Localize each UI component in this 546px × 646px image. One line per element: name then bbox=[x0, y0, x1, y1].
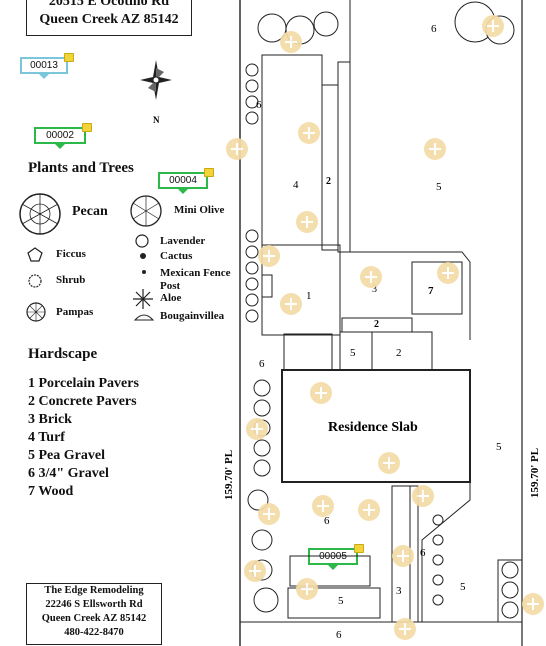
marker-dot[interactable] bbox=[412, 485, 434, 507]
hardscape-item: 6 3/4" Gravel bbox=[28, 466, 109, 481]
hardscape-item: 3 Brick bbox=[28, 412, 72, 427]
zone-7: 7 bbox=[428, 285, 434, 297]
zone-6-left-low: 6 bbox=[259, 358, 265, 370]
zone-5-corner: 5 bbox=[338, 595, 344, 607]
legend-lavender: Lavender bbox=[160, 235, 206, 247]
left-property-dimension: 159.70' PL bbox=[223, 450, 235, 500]
zone-5-front: 5 bbox=[460, 581, 466, 593]
legend-aloe: Aloe bbox=[160, 292, 182, 304]
tag-00002[interactable]: 00002 bbox=[34, 123, 92, 149]
marker-dot[interactable] bbox=[246, 418, 268, 440]
right-property-dimension: 159.70' PL bbox=[529, 448, 541, 498]
hardscape-item: 5 Pea Gravel bbox=[28, 448, 105, 463]
marker-dot[interactable] bbox=[522, 593, 544, 615]
zone-6-top: 6 bbox=[431, 23, 437, 35]
hardscape-item: 2 Concrete Pavers bbox=[28, 394, 137, 409]
cactus-icon bbox=[140, 253, 146, 259]
marker-dot[interactable] bbox=[258, 503, 280, 525]
legend-ficcus: Ficcus bbox=[56, 248, 86, 260]
bougainvillea-icon bbox=[134, 314, 154, 321]
zone-1: 1 bbox=[306, 290, 312, 302]
zone-5-side: 5 bbox=[496, 441, 502, 453]
pampas-icon bbox=[26, 302, 46, 322]
legend-mini-olive: Mini Olive bbox=[174, 204, 225, 216]
legend-shrub: Shrub bbox=[56, 274, 86, 286]
tag-id: 00002 bbox=[46, 130, 74, 141]
company-city: Queen Creek AZ 85142 bbox=[41, 613, 147, 624]
company-phone: 480-422-8470 bbox=[64, 627, 124, 638]
company-street: 22246 S Ellsworth Rd bbox=[45, 599, 143, 610]
marker-dot[interactable] bbox=[280, 293, 302, 315]
marker-dot[interactable] bbox=[360, 266, 382, 288]
company-box: The Edge Remodeling 22246 S Ellsworth Rd… bbox=[26, 583, 162, 645]
marker-dot[interactable] bbox=[296, 578, 318, 600]
zone-5-small: 5 bbox=[350, 347, 356, 359]
zone-6-front: 6 bbox=[324, 515, 330, 527]
tag-id: 00013 bbox=[30, 60, 58, 71]
note-icon bbox=[204, 168, 214, 177]
shrub-icon bbox=[28, 274, 42, 288]
marker-dot[interactable] bbox=[312, 495, 334, 517]
pecan-tree-icon bbox=[19, 193, 61, 235]
zone-6-walk: 6 bbox=[420, 547, 426, 559]
hardscape-item: 7 Wood bbox=[28, 484, 74, 499]
plants-title: Plants and Trees bbox=[28, 160, 134, 176]
address-line2: Queen Creek AZ 85142 bbox=[39, 12, 179, 27]
tag-00004[interactable]: 00004 bbox=[158, 168, 214, 194]
legend-bougainvillea: Bougainvillea bbox=[160, 310, 225, 322]
hardscape-item: 4 Turf bbox=[28, 430, 65, 445]
zone-2-patio: 2 bbox=[396, 347, 402, 359]
mexican-fence-post-icon bbox=[142, 270, 146, 274]
marker-dot[interactable] bbox=[392, 545, 414, 567]
compass-rose-icon: N bbox=[140, 60, 172, 125]
mini-olive-icon bbox=[130, 195, 162, 227]
hardscape-list: 1 Porcelain Pavers 2 Concrete Pavers 3 B… bbox=[28, 375, 139, 501]
company-name: The Edge Remodeling bbox=[44, 585, 144, 596]
marker-dot[interactable] bbox=[258, 245, 280, 267]
address-box: 20515 E Ocotillo Rd Queen Creek AZ 85142 bbox=[26, 0, 192, 36]
zone-3-mid: 3 bbox=[372, 284, 377, 295]
marker-dot[interactable] bbox=[424, 138, 446, 160]
zone-5-right: 5 bbox=[436, 181, 442, 193]
lavender-icon bbox=[135, 234, 149, 248]
note-icon bbox=[82, 123, 92, 132]
marker-dot[interactable] bbox=[437, 262, 459, 284]
marker-dot[interactable] bbox=[310, 382, 332, 404]
zone-2-small: 2 bbox=[374, 319, 379, 330]
zone-3-walk: 3 bbox=[396, 585, 402, 597]
marker-dot[interactable] bbox=[244, 560, 266, 582]
legend-pecan: Pecan bbox=[72, 204, 108, 219]
marker-dot[interactable] bbox=[394, 618, 416, 640]
marker-dot[interactable] bbox=[358, 499, 380, 521]
legend-mexican-fence-post: Mexican Fence Post bbox=[160, 267, 231, 292]
tag-id: 00004 bbox=[169, 175, 197, 186]
zone-6-left: 6 bbox=[256, 99, 262, 111]
legend-cactus: Cactus bbox=[160, 250, 193, 262]
marker-dot[interactable] bbox=[280, 31, 302, 53]
marker-dot[interactable] bbox=[226, 138, 248, 160]
note-icon bbox=[64, 53, 74, 62]
hardscape-title: Hardscape bbox=[28, 346, 98, 362]
north-label: N bbox=[153, 115, 160, 125]
note-icon bbox=[354, 544, 364, 553]
residence-slab-label: Residence Slab bbox=[328, 420, 418, 435]
zone-6-bottom: 6 bbox=[336, 629, 342, 641]
tag-00013[interactable]: 00013 bbox=[20, 53, 74, 79]
marker-dot[interactable] bbox=[482, 15, 504, 37]
marker-dot[interactable] bbox=[298, 122, 320, 144]
zone-2-strip: 2 bbox=[326, 176, 331, 187]
hardscape-item: 1 Porcelain Pavers bbox=[28, 376, 139, 391]
legend-pampas: Pampas bbox=[56, 306, 94, 318]
marker-dot[interactable] bbox=[378, 452, 400, 474]
address-line1: 20515 E Ocotillo Rd bbox=[48, 0, 170, 9]
aloe-icon bbox=[133, 289, 153, 309]
ficcus-icon bbox=[27, 247, 43, 262]
zone-4: 4 bbox=[293, 179, 299, 191]
marker-dot[interactable] bbox=[296, 211, 318, 233]
